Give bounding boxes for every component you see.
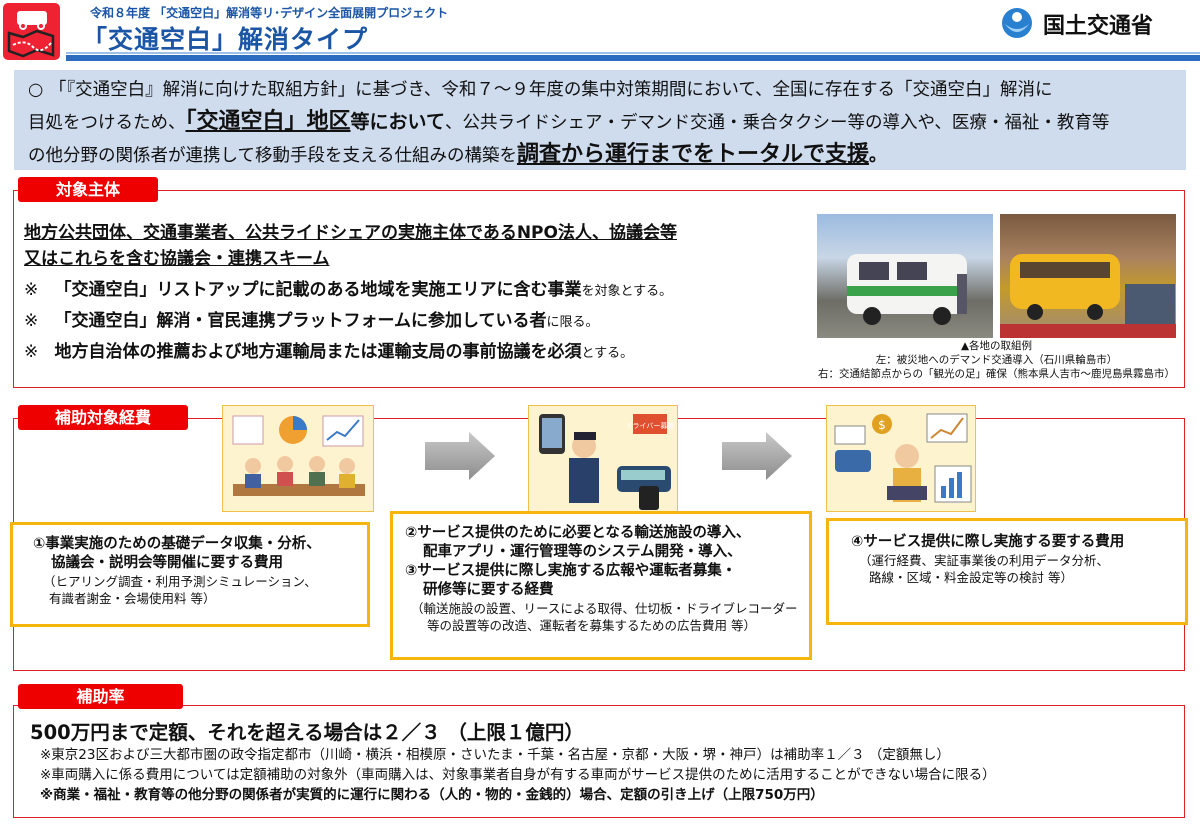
svg-text:$: $ [878, 418, 886, 432]
target-note-2: ※ 「交通空白」解消・官民連携プラットフォームに参加している者に限る。 [24, 311, 599, 331]
cost-box-2: ②サービス提供のために必要となる輸送施設の導入、 配車アプリ・運行管理等のシステ… [390, 511, 812, 660]
map-car-icon [7, 11, 55, 58]
subsidy-note-2: ※車両購入に係る費用については定額補助の対象外（車両購入は、対象事業者自身が有す… [40, 767, 996, 783]
intro-panel: ○ 「『交通空白』解消に向けた取組方針」に基づき、令和７～９年度の集中対策期間に… [14, 70, 1186, 170]
subsidy-rate-section [13, 705, 1185, 818]
target-entity-text: 地方公共団体、交通事業者、公共ライドシェアの実施主体であるNPO法人、協議会等 … [24, 223, 677, 269]
photo-caption-left: 左：被災地へのデマンド交通導入（石川県輪島市） [875, 354, 1118, 366]
subsidy-note-3: ※商業・福祉・教育等の他分野の関係者が実質的に運行に関わる（人的・物的・金銭的）… [40, 787, 824, 803]
subsidy-note-1: ※東京23区および三大都市圏の政令指定都市（川崎・横浜・相模原・さいたま・千葉・… [40, 747, 950, 763]
target-note-1: ※ 「交通空白」リストアップに記載のある地域を実施エリアに含む事業を対象とする。 [24, 280, 673, 300]
cost-box-1: ①事業実施のための基礎データ収集・分析、 協議会・説明会等開催に要する費用 （ヒ… [10, 522, 370, 627]
flow-arrow-icon [722, 432, 792, 480]
header-rule [66, 55, 1200, 61]
ministry-name: 国土交通省 [1043, 14, 1154, 39]
analysis-illustration: $ [826, 405, 976, 512]
intro-emphasis-support: 調査から運行までをトータルで支援 [516, 142, 869, 167]
photo-caption-title: ▲各地の取組例 [960, 340, 1033, 352]
header-subtitle: 令和８年度 「交通空白」解消等リ･デザイン全面展開プロジェクト [90, 6, 449, 20]
tourism-bus-photo [1000, 214, 1176, 338]
subsidy-rate-tag: 補助率 [18, 684, 183, 709]
intro-line-3: の他分野の関係者が連携して移動手段を支える仕組みの構築を調査から運行までをトータ… [28, 142, 887, 167]
subsidy-rate-main: 500万円まで定額、それを超える場合は２／３ （上限１億円） [30, 721, 584, 744]
demand-transport-photo [817, 214, 993, 338]
driver-recruit-sign: ドライバー募集 [626, 421, 675, 430]
photo-caption-right: 右：交通結節点からの「観光の足」確保（熊本県人吉市～鹿児島県霧島市） [818, 368, 1175, 380]
driver-illustration: ドライバー募集 [528, 405, 678, 512]
intro-line-1: ○ 「『交通空白』解消に向けた取組方針」に基づき、令和７～９年度の集中対策期間に… [28, 80, 1053, 100]
eligible-costs-tag: 補助対象経費 [18, 405, 188, 430]
target-note-3: ※ 地方自治体の推薦および地方運輸局または運輸支局の事前協議を必須とする。 [24, 342, 634, 362]
cost-box-3: ④サービス提供に際し実施する要する費用 （運行経費、実証事業後の利用データ分析、… [826, 518, 1188, 625]
page-title: 「交通空白」解消タイプ [82, 25, 369, 54]
target-entity-tag: 対象主体 [18, 177, 158, 202]
intro-emphasis-area: 「交通空白」地区 [185, 109, 351, 134]
meeting-illustration [222, 405, 374, 512]
header-rule-light [66, 52, 1200, 54]
intro-line-2: 目処をつけるため、「交通空白」地区等において、公共ライドシェア・デマンド交通・乗… [28, 109, 1110, 134]
ministry-emblem-icon [1002, 8, 1032, 38]
project-logo [3, 3, 60, 60]
flow-arrow-icon [425, 432, 495, 480]
